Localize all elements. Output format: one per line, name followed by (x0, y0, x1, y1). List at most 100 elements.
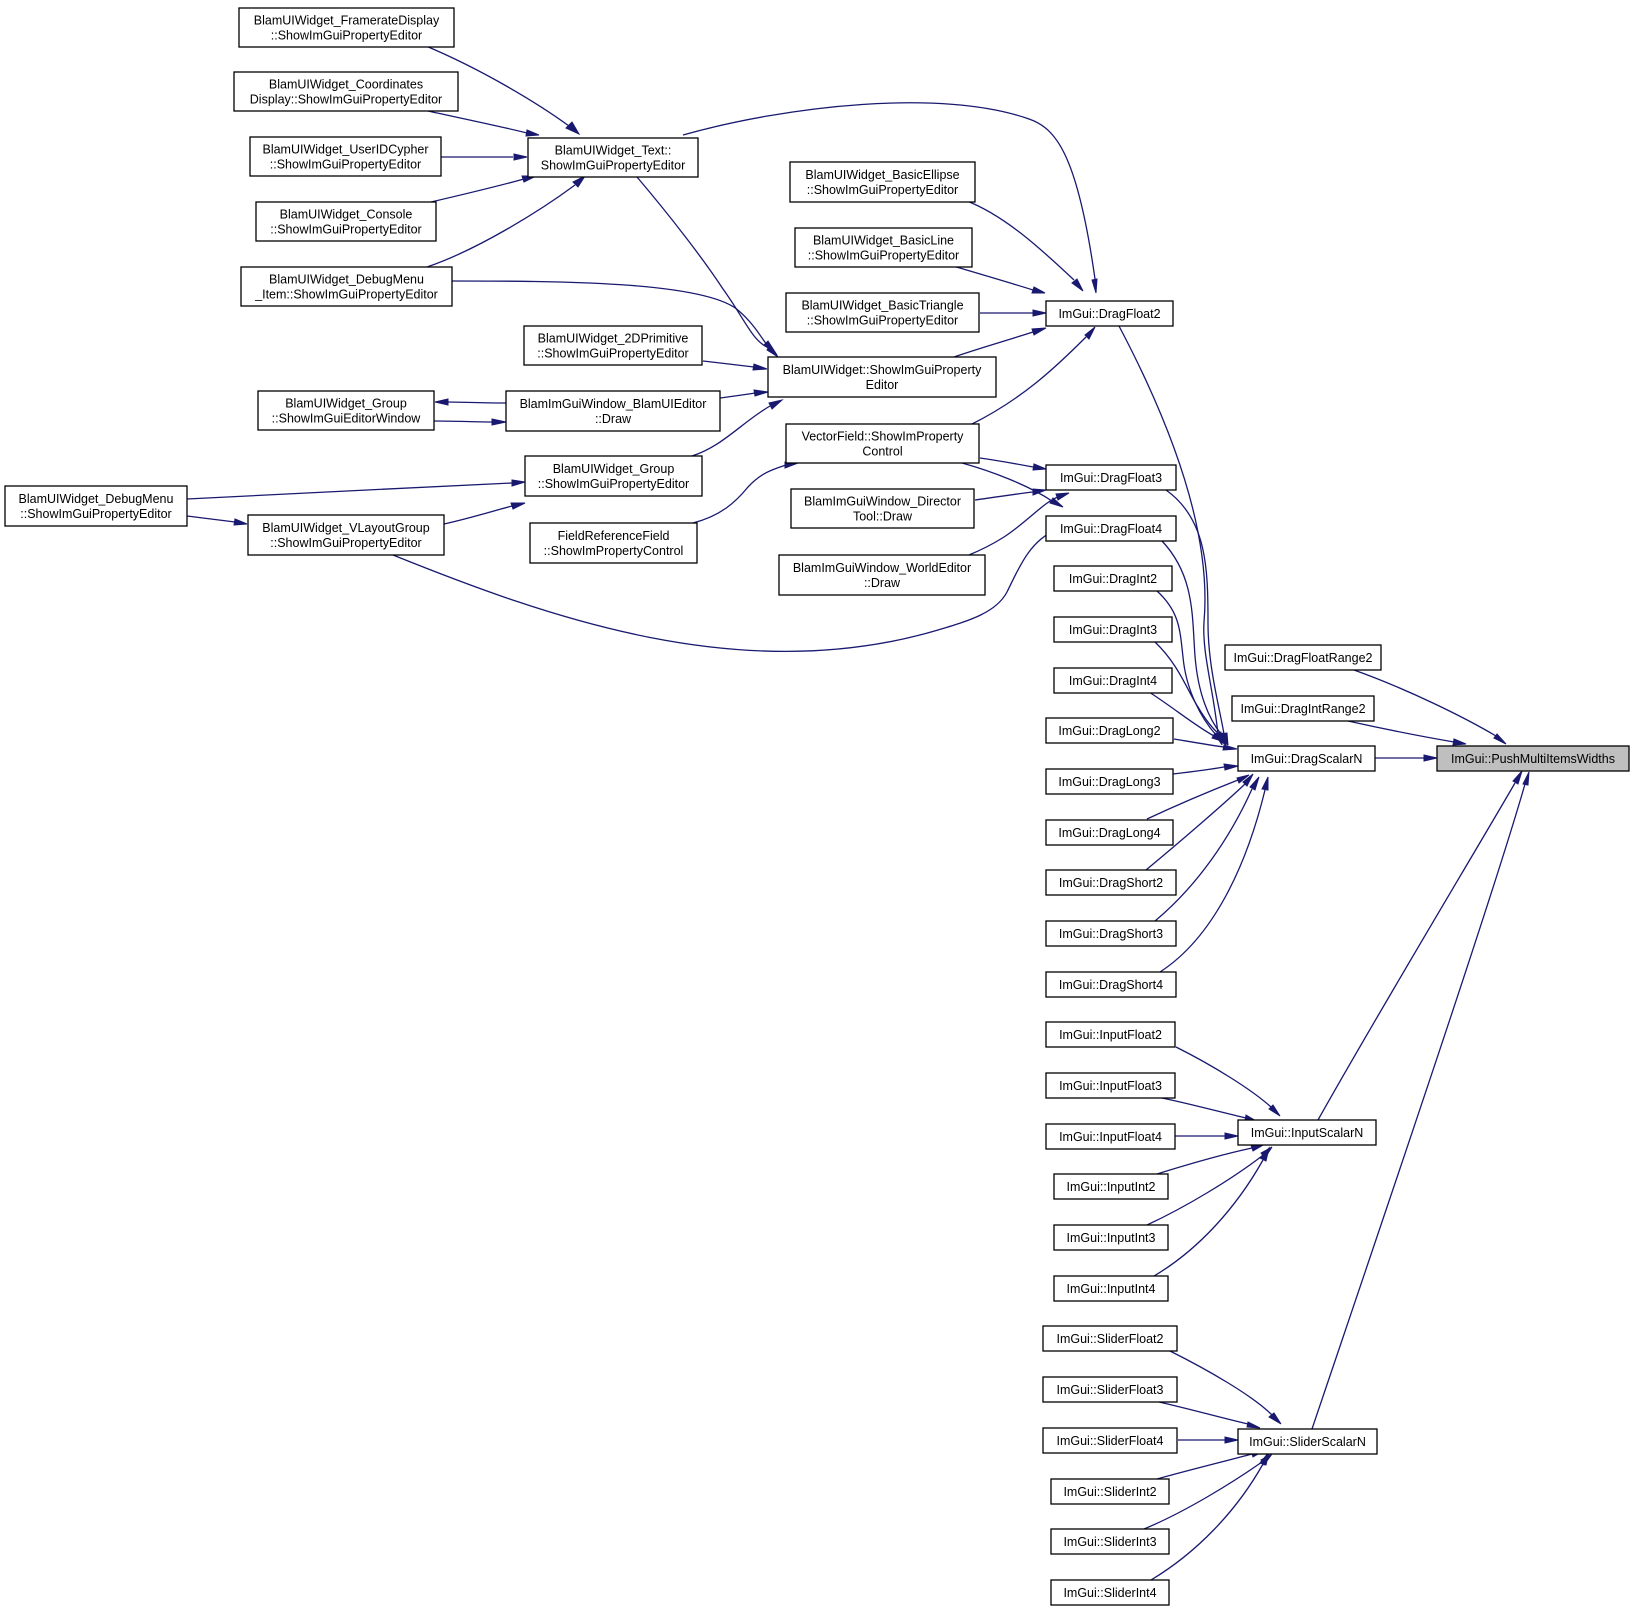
node-label: ImGui::DragScalarN (1251, 752, 1363, 766)
node-label: BlamUIWidget_Coordinates (269, 78, 423, 92)
edge-line (1118, 325, 1219, 735)
node-label: ImGui::DragLong2 (1058, 724, 1160, 738)
arrowhead-icon (1259, 1146, 1270, 1162)
edge-ellipse-to-df2 (966, 200, 1084, 292)
node-label: ::ShowImGuiPropertyEditor (807, 314, 958, 328)
node-sf2[interactable]: ImGui::SliderFloat2 (1042, 1325, 1178, 1352)
node-label: ImGui::DragFloat2 (1058, 307, 1160, 321)
edge-fps-to-text (425, 45, 581, 136)
node-if3[interactable]: ImGui::InputFloat3 (1045, 1072, 1176, 1099)
node-df2[interactable]: ImGui::DragFloat2 (1045, 300, 1174, 327)
node-si3[interactable]: ImGui::SliderInt3 (1050, 1528, 1170, 1555)
node-grp[interactable]: BlamUIWidget_Group::ShowImGuiPropertyEdi… (524, 455, 703, 497)
edge-line (1156, 1147, 1253, 1175)
node-label: ImGui::DragShort2 (1059, 876, 1163, 890)
edge-line (1158, 1401, 1249, 1425)
node-label: ::Draw (864, 576, 901, 590)
edge-line (451, 280, 768, 346)
node-uiw[interactable]: BlamUIWidget::ShowImGuiPropertyEditor (767, 356, 997, 398)
node-box (1050, 1528, 1170, 1555)
edge-line (968, 496, 1059, 556)
node-di3[interactable]: ImGui::DragInt3 (1053, 616, 1173, 643)
node-ds2[interactable]: ImGui::DragShort2 (1045, 869, 1177, 896)
node-ii2[interactable]: ImGui::InputInt2 (1053, 1173, 1169, 1200)
edge-line (425, 45, 570, 127)
node-dsn[interactable]: ImGui::DragScalarN (1237, 745, 1376, 772)
arrowhead-icon (1211, 732, 1226, 743)
node-df4[interactable]: ImGui::DragFloat4 (1045, 515, 1177, 542)
edge-line (953, 331, 1034, 358)
edge-isn-to-pmiw (1317, 770, 1523, 1121)
node-pmiw[interactable]: ImGui::PushMultiItemsWidths (1436, 745, 1630, 772)
node-si2[interactable]: ImGui::SliderInt2 (1050, 1478, 1170, 1505)
edge-dmi-to-uiw (451, 280, 778, 356)
node-label: Editor (866, 378, 899, 392)
edge-line (692, 464, 787, 524)
node-tri[interactable]: BlamUIWidget_BasicTriangle::ShowImGuiPro… (785, 292, 980, 333)
node-box (233, 71, 459, 112)
arrowhead-icon (1246, 1421, 1261, 1429)
node-df3[interactable]: ImGui::DragFloat3 (1045, 464, 1177, 491)
edge-line (636, 176, 768, 348)
node-label: ImGui::InputFloat2 (1059, 1028, 1162, 1042)
arrowhead-icon (1032, 488, 1047, 496)
node-sf4[interactable]: ImGui::SliderFloat4 (1042, 1427, 1178, 1454)
node-uid[interactable]: BlamUIWidget_UserIDCypher::ShowImGuiProp… (249, 136, 442, 177)
node-sf3[interactable]: ImGui::SliderFloat3 (1042, 1376, 1178, 1403)
node-prim[interactable]: BlamUIWidget_2DPrimitive::ShowImGuiPrope… (523, 325, 703, 366)
node-dfr2[interactable]: ImGui::DragFloatRange2 (1224, 644, 1382, 671)
node-world[interactable]: BlamImGuiWindow_WorldEditor::Draw (778, 554, 986, 596)
edge-line (1153, 1159, 1264, 1277)
edge-line (1154, 788, 1253, 922)
node-frf[interactable]: FieldReferenceField::ShowImPropertyContr… (529, 522, 698, 564)
node-label: BlamUIWidget_BasicEllipse (805, 168, 959, 182)
node-isn[interactable]: ImGui::InputScalarN (1237, 1119, 1377, 1146)
node-box (1045, 717, 1174, 744)
node-dir2[interactable]: ImGui::DragIntRange2 (1231, 695, 1375, 722)
node-label: ::ShowImGuiPropertyEditor (538, 477, 689, 491)
node-ii3[interactable]: ImGui::InputInt3 (1053, 1224, 1169, 1251)
node-ds4[interactable]: ImGui::DragShort4 (1045, 971, 1177, 998)
node-grpwin[interactable]: BlamUIWidget_Group::ShowImGuiEditorWindo… (257, 390, 435, 431)
node-di2[interactable]: ImGui::DragInt2 (1053, 565, 1173, 592)
node-label: BlamUIWidget_Group (553, 462, 675, 476)
node-box (249, 136, 442, 177)
node-line[interactable]: BlamUIWidget_BasicLine::ShowImGuiPropert… (794, 227, 973, 268)
edge-line (1161, 1097, 1247, 1119)
node-ellipse[interactable]: BlamUIWidget_BasicEllipse::ShowImGuiProp… (789, 161, 976, 203)
node-vf[interactable]: VectorField::ShowImPropertyControl (785, 423, 980, 464)
node-ii4[interactable]: ImGui::InputInt4 (1053, 1275, 1169, 1302)
edge-grp-to-uiw (691, 399, 784, 457)
node-if2[interactable]: ImGui::InputFloat2 (1045, 1021, 1176, 1048)
edge-line (1175, 1046, 1272, 1108)
edge-line (1154, 641, 1221, 736)
node-text[interactable]: BlamUIWidget_Text::ShowImGuiPropertyEdit… (527, 137, 699, 178)
node-di4[interactable]: ImGui::DragInt4 (1053, 667, 1173, 694)
node-dl4[interactable]: ImGui::DragLong4 (1045, 819, 1174, 846)
edge-dl2-to-dsn (1173, 738, 1238, 751)
node-uied[interactable]: BlamImGuiWindow_BlamUIEditor::Draw (505, 390, 721, 432)
node-label: ImGui::InputInt3 (1067, 1231, 1156, 1245)
node-fps[interactable]: BlamUIWidget_FramerateDisplay::ShowImGui… (238, 7, 455, 48)
edge-line (1353, 669, 1497, 737)
node-dmi[interactable]: BlamUIWidget_DebugMenu_Item::ShowImGuiPr… (240, 266, 453, 307)
node-ssn[interactable]: ImGui::SliderScalarN (1237, 1428, 1378, 1455)
node-dl2[interactable]: ImGui::DragLong2 (1045, 717, 1174, 744)
node-console[interactable]: BlamUIWidget_Console::ShowImGuiPropertyE… (255, 201, 437, 242)
edge-line (433, 420, 494, 423)
node-dl3[interactable]: ImGui::DragLong3 (1045, 768, 1174, 795)
node-box (1053, 565, 1173, 592)
node-coord[interactable]: BlamUIWidget_CoordinatesDisplay::ShowImG… (233, 71, 459, 112)
node-label: ::ShowImGuiPropertyEditor (270, 536, 421, 550)
call-nodes: ImGui::PushMultiItemsWidths ImGui::DragFl… (4, 7, 1630, 1606)
node-dm[interactable]: BlamUIWidget_DebugMenu::ShowImGuiPropert… (4, 485, 188, 527)
node-vlg[interactable]: BlamUIWidget_VLayoutGroup::ShowImGuiProp… (247, 514, 445, 556)
node-ds3[interactable]: ImGui::DragShort3 (1045, 920, 1177, 947)
node-if4[interactable]: ImGui::InputFloat4 (1045, 1123, 1176, 1150)
node-box (238, 7, 455, 48)
edge-line (186, 482, 513, 500)
node-label: BlamUIWidget_Group (285, 397, 407, 411)
node-si4[interactable]: ImGui::SliderInt4 (1050, 1579, 1170, 1606)
edge-dl3-to-dsn (1172, 763, 1239, 775)
